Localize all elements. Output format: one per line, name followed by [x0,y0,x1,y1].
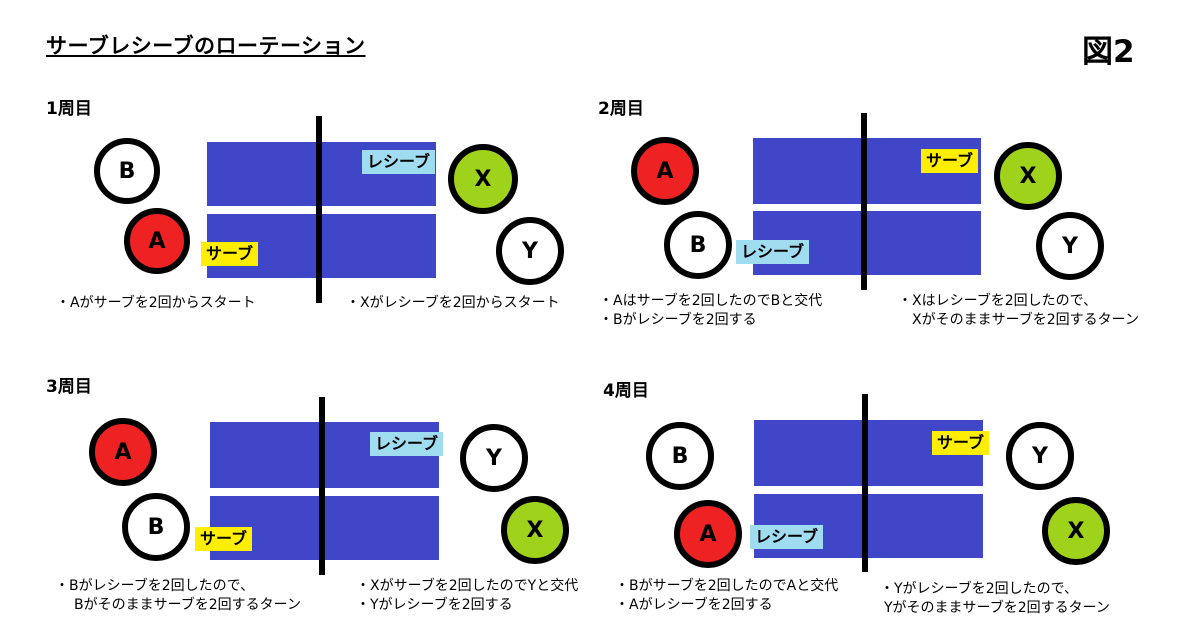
player-left-bottom: A [124,208,190,274]
round-4-panel: 4周目 B A Y X サーブ レシーブ ・Bがサーブを2回したのでAと交代 ・… [0,0,1110,616]
net [861,113,867,290]
round-label: 4周目 [603,381,649,401]
right-note: ・Xがサーブを2回したのでYと交代 [356,578,579,594]
round-1-panel: 1周目 B A X Y レシーブ サーブ ・Aがサーブを2回からスタート ・Xが… [0,0,600,311]
player-left-top: B [94,138,160,204]
serve-tag: サーブ [932,431,990,455]
serve-tag: サーブ [195,527,253,551]
round-3-panel: 3周目 A B Y X レシーブ サーブ ・Bがレシーブを2回したので、 Bがそ… [0,0,600,613]
right-note: ・Yがレシーブを2回する [356,597,513,613]
figure-label: 図2 [1082,34,1135,70]
left-note: ・Aはサーブを2回したのでBと交代 [599,293,823,309]
left-note: Bがそのままサーブを2回するターン [74,597,301,613]
left-note: ・Aがサーブを2回からスタート [56,295,256,311]
player-right-bottom: Y [496,217,564,285]
right-note: ・Yがレシーブを2回したので、 [880,581,1079,597]
right-note: Yがそのままサーブを2回するターン [884,600,1110,616]
receive-tag: レシーブ [370,432,444,456]
player-right-bottom: Y [1036,212,1104,280]
left-note: ・Bがレシーブを2回する [599,312,757,328]
net [316,116,322,303]
left-note: ・Bがサーブを2回したのでAと交代 [615,578,839,594]
round-label: 1周目 [46,99,92,119]
player-right-bottom: X [1042,497,1110,565]
round-2-panel: 2周目 A B X Y サーブ レシーブ ・Aはサーブを2回したのでBと交代 ・… [0,0,1139,328]
player-left-bottom: A [674,500,742,568]
serve-tag: サーブ [921,149,979,173]
player-right-top: Y [460,424,528,492]
player-left-top: B [646,422,714,490]
left-note: ・Bがレシーブを2回したので、 [55,578,255,594]
player-right-bottom: X [501,496,569,564]
player-right-top: X [994,142,1062,210]
right-note: ・Xはレシーブを2回したので、 [898,293,1098,309]
net [319,397,325,575]
player-left-bottom: B [122,493,190,561]
player-right-top: Y [1006,422,1074,490]
round-label: 2周目 [598,99,644,119]
left-note: ・Aがレシーブを2回する [615,597,773,613]
right-note: Xがそのままサーブを2回するターン [912,312,1139,328]
page-title: サーブレシーブのローテーション [46,34,366,58]
player-right-top: X [448,144,518,214]
player-left-top: A [89,418,157,486]
net [862,394,868,572]
round-label: 3周目 [46,377,92,397]
receive-tag: レシーブ [736,240,810,264]
receive-tag: レシーブ [362,150,436,174]
receive-tag: レシーブ [750,525,824,549]
serve-tag: サーブ [201,242,259,266]
player-left-bottom: B [664,211,732,279]
right-note: ・Xがレシーブを2回からスタート [346,295,560,311]
player-left-top: A [631,137,699,205]
